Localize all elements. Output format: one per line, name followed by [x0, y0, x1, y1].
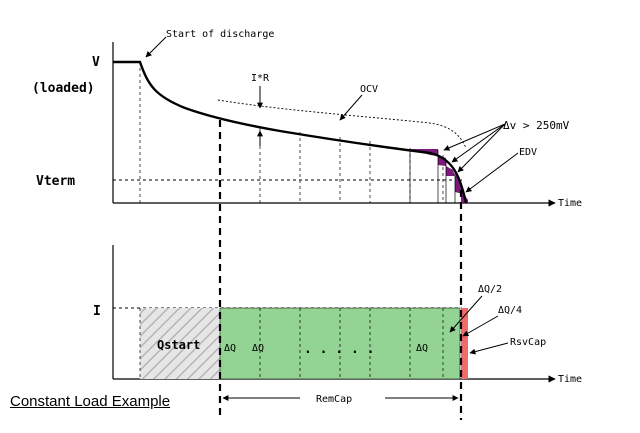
dq-label-3: ΔQ: [416, 343, 428, 354]
upper-x-label: Time: [558, 198, 582, 209]
dq-label-2: ΔQ: [252, 343, 264, 354]
delta-v-label: Δv > 250mV: [503, 119, 570, 132]
step-outline: [409, 150, 456, 203]
loaded-voltage-curve: [113, 60, 468, 204]
dots-label: . . . . .: [304, 342, 374, 357]
dq-quarter-label: ΔQ/4: [498, 305, 522, 316]
rsvcap-label: RsvCap: [510, 337, 546, 348]
ir-label: I*R: [251, 73, 270, 84]
ocv-label: OCV: [360, 84, 378, 95]
dq-half-label: ΔQ/2: [478, 284, 502, 295]
i-label: I: [93, 304, 101, 319]
loaded-label: (loaded): [32, 81, 95, 96]
v-label: V: [92, 55, 100, 70]
rsvcap-arrow: [469, 342, 509, 355]
dq-quarter-arrow: [462, 315, 499, 337]
start-of-discharge-label: Start of discharge: [166, 29, 274, 40]
remcap-label: RemCap: [316, 394, 352, 405]
edv-label: EDV: [519, 147, 537, 158]
delta-v-arrows: [443, 123, 506, 173]
dq-label-1: ΔQ: [224, 343, 236, 354]
start-arrow: [145, 36, 167, 58]
lower-x-label: Time: [558, 374, 582, 385]
vterm-label: Vterm: [36, 174, 75, 189]
qstart-area: [140, 308, 220, 379]
qstart-label: Qstart: [157, 338, 200, 352]
edv-arrow: [465, 152, 519, 193]
caption: Constant Load Example: [10, 393, 171, 410]
dq-half-arrow: [449, 295, 483, 333]
rsvcap-area: [461, 308, 468, 379]
ocv-arrow: [339, 94, 363, 121]
